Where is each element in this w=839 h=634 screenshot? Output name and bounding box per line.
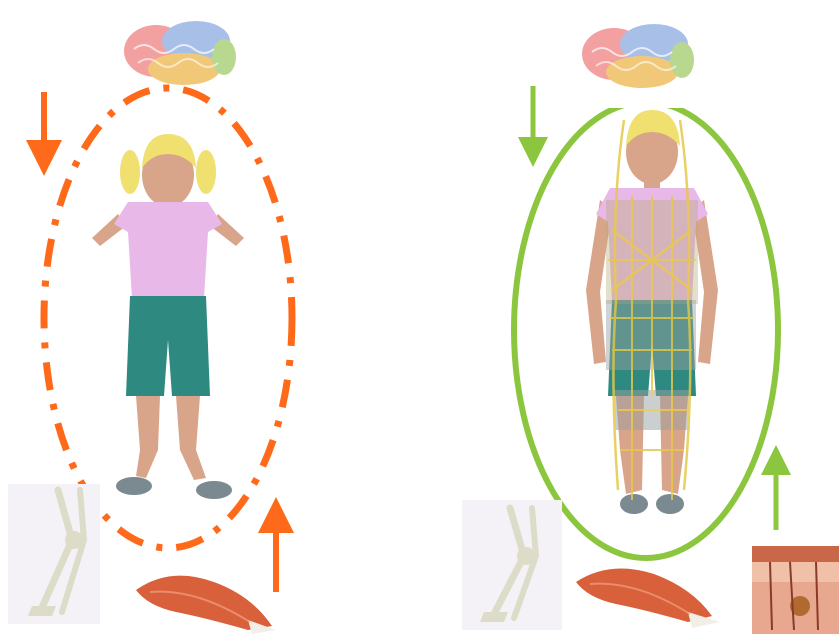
skin-section-icon [752, 546, 839, 634]
right-panel [462, 24, 839, 634]
brain-icon [582, 24, 694, 88]
muscle-icon [136, 576, 276, 634]
leg-skeleton-icon [462, 500, 562, 630]
muscle-icon [576, 569, 720, 628]
brain-icon [124, 21, 236, 85]
child-figure [92, 134, 244, 499]
leg-skeleton-icon [8, 484, 100, 624]
left-panel [8, 21, 292, 634]
